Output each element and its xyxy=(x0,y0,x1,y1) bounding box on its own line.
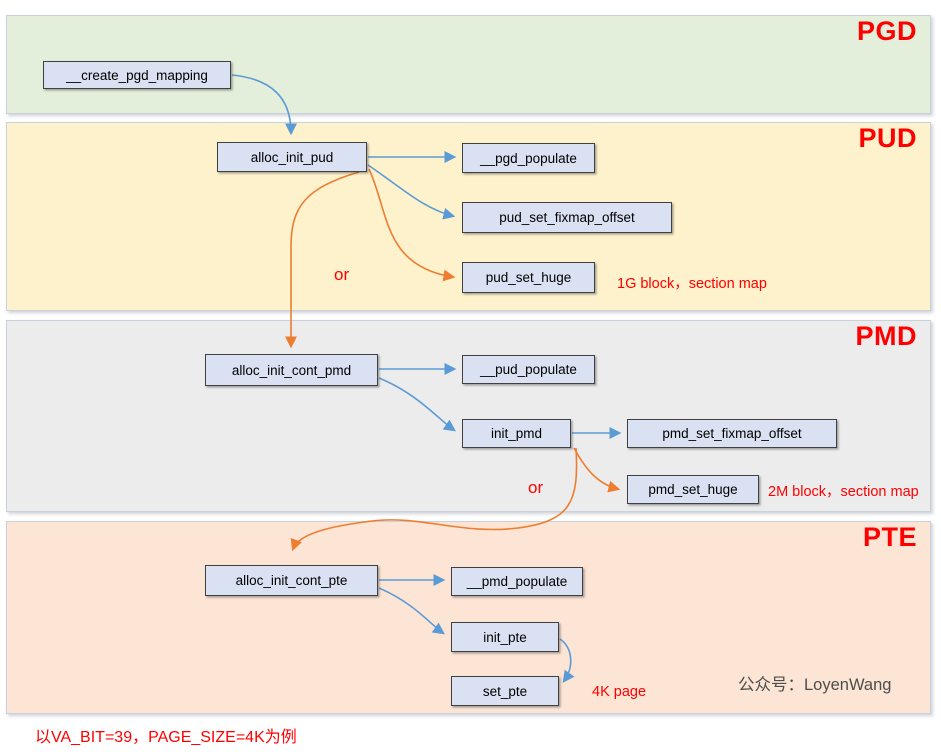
node-init-pmd: init_pmd xyxy=(462,419,571,448)
band-label-pmd: PMD xyxy=(855,321,917,351)
note-1g-block: 1G block，section map xyxy=(617,276,767,292)
node-init-pte: init_pte xyxy=(451,622,559,652)
node-pmd-populate: __pmd_populate xyxy=(451,567,583,596)
node-pgd-populate: __pgd_populate xyxy=(462,143,595,173)
node-alloc-init-pud: alloc_init_pud xyxy=(217,142,367,172)
node-pud-set-fixmap-offset: pud_set_fixmap_offset xyxy=(462,202,672,233)
band-label-pgd: PGD xyxy=(856,16,917,46)
band-label-pud: PUD xyxy=(858,123,917,153)
node-alloc-init-cont-pmd: alloc_init_cont_pmd xyxy=(205,354,378,386)
or-label-pud: or xyxy=(334,265,350,284)
node-pmd-set-fixmap-offset: pmd_set_fixmap_offset xyxy=(627,419,837,448)
note-4k-page: 4K page xyxy=(592,684,647,700)
band-label-pte: PTE xyxy=(862,522,917,552)
note-2m-block: 2M block，section map xyxy=(768,484,919,500)
node-alloc-init-cont-pte: alloc_init_cont_pte xyxy=(205,565,378,596)
footer-example-note: 以VA_BIT=39，PAGE_SIZE=4K为例 xyxy=(35,729,297,746)
node-pmd-set-huge: pmd_set_huge xyxy=(627,475,759,504)
node-create-pgd-mapping: __create_pgd_mapping xyxy=(43,61,231,89)
watermark-loyenwang: 公众号：LoyenWang xyxy=(738,676,892,694)
node-pud-populate: __pud_populate xyxy=(462,355,595,384)
node-set-pte: set_pte xyxy=(451,676,559,706)
or-label-pmd: or xyxy=(528,478,544,497)
node-pud-set-huge: pud_set_huge xyxy=(462,262,595,293)
